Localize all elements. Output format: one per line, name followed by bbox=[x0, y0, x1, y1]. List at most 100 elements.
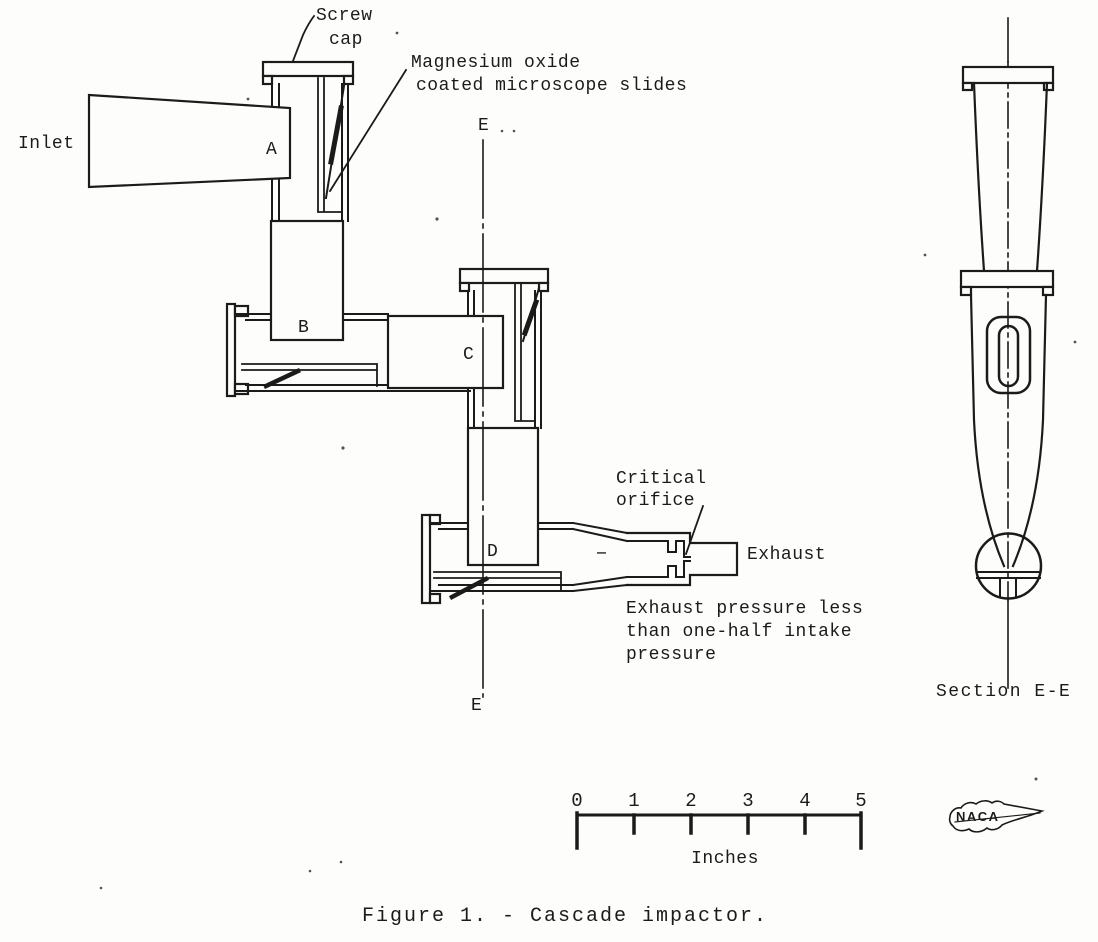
scale-bar-shape bbox=[632, 813, 807, 835]
critical-orifice-label-line1: Critical bbox=[616, 469, 707, 489]
slot-outer bbox=[985, 315, 1032, 395]
scale-bar bbox=[575, 811, 863, 850]
slide-coating-c bbox=[521, 298, 540, 337]
screw-cap-c bbox=[458, 267, 550, 285]
scan-specks-shape bbox=[308, 869, 312, 873]
scale-tick-0: 0 bbox=[571, 790, 583, 812]
stage-a-tube-shape bbox=[342, 74, 355, 86]
cap-flange-mid bbox=[959, 269, 1055, 289]
screw-cap-d bbox=[420, 513, 432, 605]
scan-specks-shape bbox=[500, 129, 504, 133]
stage-d-housing-shape bbox=[429, 584, 574, 592]
section-e-top-label: E bbox=[478, 116, 490, 136]
stage-c-tube-shape bbox=[458, 281, 471, 293]
screw-cap-label-line1: Screw bbox=[316, 6, 373, 26]
orifice-leader bbox=[684, 504, 705, 556]
critical-orifice-upper bbox=[626, 540, 691, 558]
critical-orifice-lower bbox=[626, 560, 691, 578]
section-ee-view bbox=[959, 17, 1055, 689]
stage-b-label: B bbox=[298, 318, 310, 338]
lower-body bbox=[969, 293, 1048, 568]
section-ee-view-shape bbox=[959, 285, 973, 297]
stage-a-label: A bbox=[266, 140, 278, 160]
scale-unit-label: Inches bbox=[691, 849, 759, 869]
scale-tick-3: 3 bbox=[742, 790, 754, 812]
scan-specks-shape bbox=[1034, 777, 1038, 781]
slides-label-line1: Magnesium oxide bbox=[411, 53, 581, 73]
upper-body bbox=[972, 81, 1049, 273]
screw-cap-leader bbox=[291, 14, 316, 63]
scan-specks-shape bbox=[1073, 340, 1077, 344]
pressure-note-line3: pressure bbox=[626, 645, 717, 665]
scale-tick-1: 1 bbox=[628, 790, 640, 812]
inlet-cone-shape bbox=[87, 93, 292, 189]
slide-coating-a bbox=[328, 105, 344, 165]
inlet-cone bbox=[87, 93, 292, 189]
naca-logo-shape bbox=[954, 812, 1041, 823]
microscope-slide-d bbox=[433, 571, 562, 592]
stage-c-block bbox=[386, 314, 505, 390]
stage-d-housing-shape bbox=[428, 592, 442, 605]
section-ee-view-shape bbox=[999, 577, 1017, 598]
exhaust-cone bbox=[571, 521, 629, 593]
naca-wing-outline bbox=[948, 800, 1045, 833]
section-view-label: Section E-E bbox=[936, 682, 1072, 702]
screw-cap-a bbox=[261, 60, 355, 78]
stage-b-block-shape bbox=[269, 219, 345, 342]
cap-flange-top bbox=[961, 65, 1055, 85]
section-ee-view-shape bbox=[976, 571, 1041, 579]
naca-logo bbox=[948, 800, 1045, 833]
naca-logo-text: NACA bbox=[956, 809, 1000, 824]
stage-c-block-shape bbox=[386, 314, 505, 390]
scale-tick-2: 2 bbox=[685, 790, 697, 812]
scan-specks-shape bbox=[923, 253, 927, 257]
scan-specks-shape bbox=[339, 860, 343, 864]
microscope-slide-b bbox=[241, 363, 378, 387]
screw-cap-label-line2: cap bbox=[329, 30, 363, 50]
slide-coating-b bbox=[263, 368, 301, 389]
slide-holder-a bbox=[317, 77, 343, 213]
stage-b-housing-shape bbox=[233, 304, 250, 318]
scan-specks-shape bbox=[341, 446, 345, 450]
scale-tick-5: 5 bbox=[855, 790, 867, 812]
scan-specks-shape bbox=[597, 552, 606, 554]
scan-specks-shape bbox=[512, 129, 516, 133]
scan-specks-shape bbox=[246, 97, 250, 101]
stage-d-block-shape bbox=[466, 426, 540, 567]
stage-b-block bbox=[269, 219, 345, 342]
stage-d-housing bbox=[420, 513, 739, 605]
inlet-label: Inlet bbox=[18, 134, 75, 154]
stage-b-housing-shape bbox=[233, 382, 250, 396]
section-e-bottom-label: E bbox=[471, 696, 483, 716]
scale-bar-shape bbox=[575, 811, 863, 850]
scale-tick-4: 4 bbox=[799, 790, 811, 812]
section-ee-view-shape bbox=[1041, 285, 1055, 297]
exhaust-label: Exhaust bbox=[747, 545, 827, 565]
orifice-ball bbox=[974, 532, 1043, 600]
scan-specks-shape bbox=[395, 31, 399, 35]
pressure-note-line2: than one-half intake bbox=[626, 622, 853, 642]
section-ee-view-shape bbox=[1042, 81, 1055, 92]
stage-c-label: C bbox=[463, 345, 475, 365]
stage-d-block bbox=[466, 426, 540, 567]
scan-specks-shape bbox=[99, 886, 103, 890]
figure-caption: Figure 1. - Cascade impactor. bbox=[362, 905, 769, 928]
stage-d-label: D bbox=[487, 542, 499, 562]
screw-cap-b bbox=[225, 302, 237, 398]
scan-specks-shape bbox=[435, 217, 439, 221]
slide-coating-d bbox=[448, 575, 490, 601]
slides-label-line2: coated microscope slides bbox=[416, 76, 688, 96]
stage-c-tube-shape bbox=[537, 281, 550, 293]
stage-b-housing bbox=[225, 302, 471, 398]
exhaust-fitting bbox=[625, 531, 739, 587]
slot-inner bbox=[997, 324, 1020, 388]
slides-leader bbox=[328, 68, 408, 193]
slide-holder-c bbox=[514, 282, 536, 422]
scan-specks bbox=[99, 31, 1077, 890]
stage-c-tube bbox=[458, 267, 550, 429]
leader-lines bbox=[291, 14, 705, 556]
critical-orifice-label-line2: orifice bbox=[616, 491, 696, 511]
pressure-note-line1: Exhaust pressure less bbox=[626, 599, 864, 619]
